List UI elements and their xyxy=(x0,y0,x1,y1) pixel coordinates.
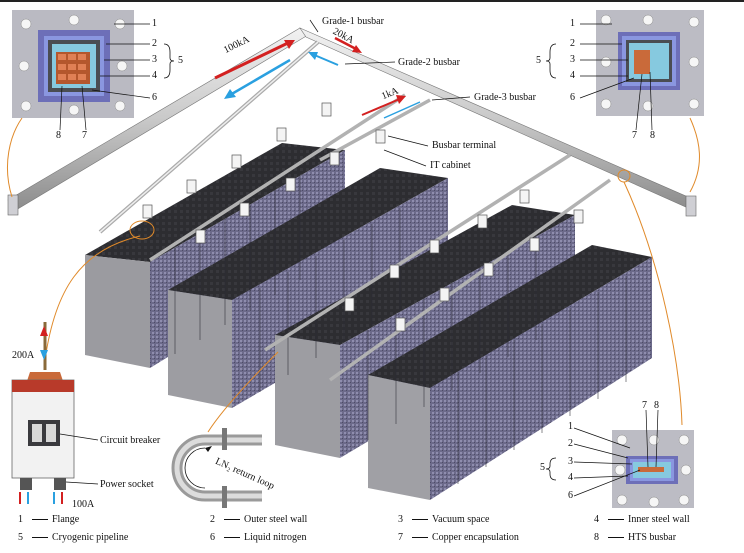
tl-callout-5: 5 xyxy=(178,55,183,66)
br-callout-3: 3 xyxy=(568,456,573,467)
label-leaders xyxy=(309,19,471,167)
grade1-busbar-label: Grade-1 busbar xyxy=(322,16,384,27)
flange-left xyxy=(7,194,19,216)
tr-callout-7: 7 xyxy=(632,130,637,141)
power-socket-unit xyxy=(11,322,99,504)
cross-section-top-left xyxy=(12,10,175,131)
tr-callout-6: 6 xyxy=(570,92,575,103)
current-200a-label: 200A xyxy=(12,350,35,361)
leader-lines xyxy=(6,117,700,433)
tl-callout-8: 8 xyxy=(56,130,61,141)
current-100a-label: 100A xyxy=(72,499,95,510)
tr-callout-5: 5 xyxy=(536,55,541,66)
br-callout-8: 8 xyxy=(654,400,659,411)
tl-callout-6: 6 xyxy=(152,92,157,103)
br-callout-1: 1 xyxy=(568,421,573,432)
current-arrows xyxy=(214,36,421,119)
br-callout-5: 5 xyxy=(540,462,545,473)
tr-callout-8: 8 xyxy=(650,130,655,141)
tl-callout-7: 7 xyxy=(82,130,87,141)
br-callout-6: 6 xyxy=(568,490,573,501)
top-border xyxy=(0,0,744,2)
grade-2-busbar xyxy=(98,40,320,234)
grade3-busbar-label: Grade-3 busbar xyxy=(474,92,536,103)
br-callout-2: 2 xyxy=(568,438,573,449)
br-callout-4: 4 xyxy=(568,472,573,483)
tl-callout-1: 1 xyxy=(152,18,157,29)
grade2-busbar-label: Grade-2 busbar xyxy=(398,57,460,68)
circuit-breaker-label: Circuit breaker xyxy=(100,435,161,446)
grade-1-busbar xyxy=(7,27,697,217)
br-callout-7: 7 xyxy=(642,400,647,411)
tl-callout-4: 4 xyxy=(152,70,157,81)
tr-callout-1: 1 xyxy=(570,18,575,29)
cabinet-dividers xyxy=(174,176,627,484)
tl-callout-3: 3 xyxy=(152,54,157,65)
tr-callout-4: 4 xyxy=(570,70,575,81)
flange-right xyxy=(685,195,697,217)
tr-callout-3: 3 xyxy=(570,54,575,65)
tr-callout-2: 2 xyxy=(570,38,575,49)
power-socket-label: Power socket xyxy=(100,479,154,490)
it-cabinet-label: IT cabinet xyxy=(430,160,471,171)
ln2-return-loop xyxy=(171,428,262,508)
busbar-terminal-label: Busbar terminal xyxy=(432,140,497,151)
grade-3-busbars xyxy=(149,93,612,382)
busbar-terminals xyxy=(142,102,584,332)
tl-callout-2: 2 xyxy=(152,38,157,49)
cross-section-top-right xyxy=(545,10,704,131)
cross-section-bottom-right xyxy=(545,409,694,510)
